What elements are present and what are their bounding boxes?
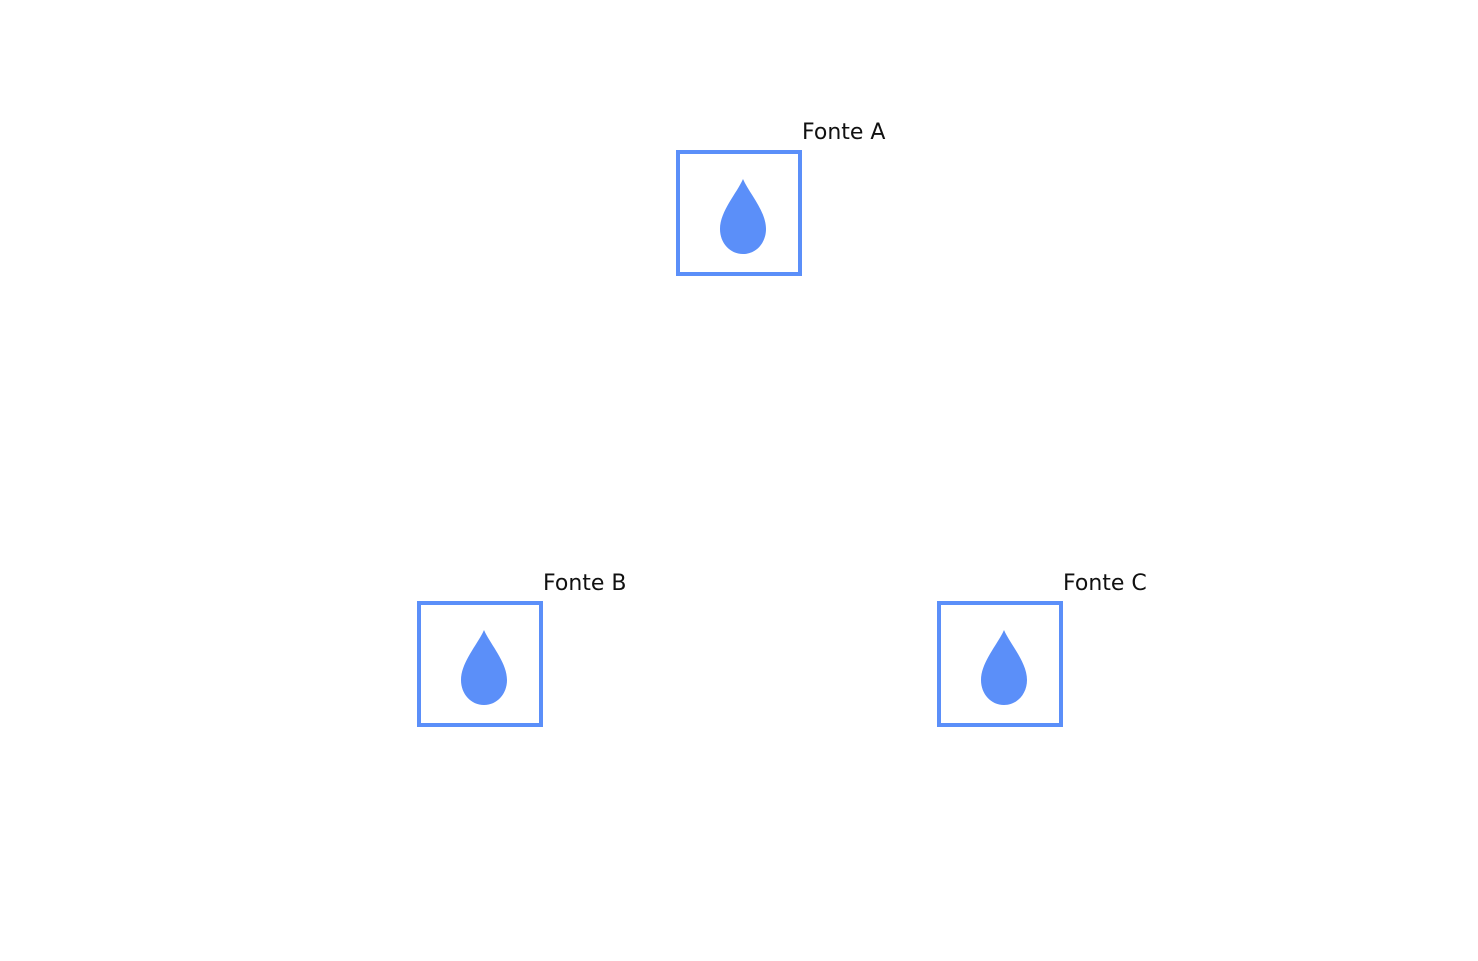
source-box-a[interactable] — [676, 150, 802, 276]
source-label-c: Fonte C — [1063, 571, 1147, 596]
source-node-a[interactable]: Fonte A — [676, 120, 885, 276]
water-drop-icon — [458, 628, 510, 708]
source-box-c[interactable] — [937, 601, 1063, 727]
source-node-b[interactable]: Fonte B — [417, 571, 627, 727]
source-box-b[interactable] — [417, 601, 543, 727]
source-label-a: Fonte A — [802, 120, 886, 145]
water-drop-icon — [717, 177, 769, 257]
water-drop-icon — [978, 628, 1030, 708]
source-node-c[interactable]: Fonte C — [937, 571, 1147, 727]
source-label-b: Fonte B — [543, 571, 627, 596]
